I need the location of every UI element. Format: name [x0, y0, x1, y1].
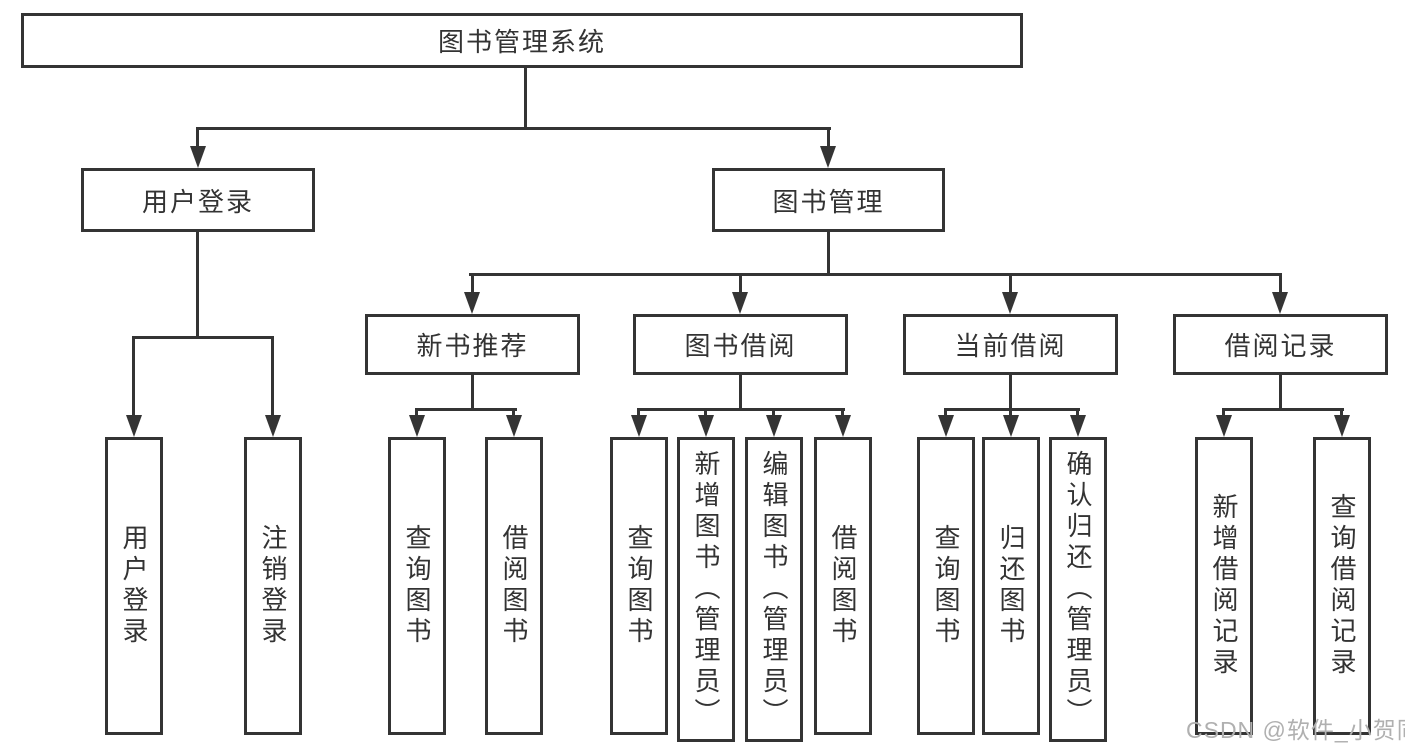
connector-line — [1279, 375, 1282, 411]
connector-line — [132, 336, 274, 339]
connector-line — [704, 408, 707, 418]
arrowhead-down — [1003, 415, 1019, 437]
leaf-query-book-1: 查询图书 — [388, 437, 446, 735]
connector-line — [471, 273, 474, 294]
leaf-return-book: 归还图书 — [982, 437, 1040, 735]
connector-line — [827, 127, 830, 148]
connector-line — [471, 375, 474, 411]
connector-line — [772, 408, 775, 418]
connector-line — [1222, 408, 1344, 411]
connector-line — [196, 232, 199, 339]
leaf-borrow-book-1: 借阅图书 — [485, 437, 543, 735]
connector-line — [739, 375, 742, 411]
arrowhead-down — [506, 415, 522, 437]
leaf-edit-book-admin: 编辑图书（管理员） — [745, 437, 803, 742]
arrowhead-down — [631, 415, 647, 437]
connector-line — [512, 408, 515, 418]
arrowhead-down — [1334, 415, 1350, 437]
leaf-user-login: 用户登录 — [105, 437, 163, 735]
connector-line — [1279, 273, 1282, 294]
node-user-login: 用户登录 — [81, 168, 315, 232]
connector-line — [637, 408, 845, 411]
arrowhead-down — [766, 415, 782, 437]
leaf-query-book-3: 查询图书 — [917, 437, 975, 735]
leaf-borrow-book-2: 借阅图书 — [814, 437, 872, 735]
arrowhead-down — [1216, 415, 1232, 437]
arrowhead-down — [698, 415, 714, 437]
connector-line — [196, 127, 199, 148]
node-new-book-recommend: 新书推荐 — [365, 314, 580, 375]
node-book-management: 图书管理 — [712, 168, 945, 232]
connector-line — [739, 273, 742, 294]
connector-line — [132, 336, 135, 417]
connector-line — [841, 408, 844, 418]
node-root: 图书管理系统 — [21, 13, 1023, 68]
leaf-logout: 注销登录 — [244, 437, 302, 735]
arrowhead-down — [190, 146, 206, 168]
leaf-add-book-admin: 新增图书（管理员） — [677, 437, 735, 742]
connector-line — [415, 408, 517, 411]
arrowhead-down — [835, 415, 851, 437]
connector-line — [524, 68, 527, 129]
connector-line — [1009, 273, 1012, 294]
arrowhead-down — [1070, 415, 1086, 437]
connector-line — [196, 127, 831, 130]
connector-line — [637, 408, 640, 418]
arrowhead-down — [265, 415, 281, 437]
arrowhead-down — [1272, 292, 1288, 314]
leaf-query-borrow-record: 查询借阅记录 — [1313, 437, 1371, 735]
arrowhead-down — [1002, 292, 1018, 314]
connector-line — [1222, 408, 1225, 418]
node-borrow-records: 借阅记录 — [1173, 314, 1388, 375]
connector-line — [1076, 408, 1079, 418]
arrowhead-down — [126, 415, 142, 437]
watermark: CSDN @软件_小贺同学 — [1186, 717, 1405, 743]
node-current-borrow: 当前借阅 — [903, 314, 1118, 375]
connector-line — [1340, 408, 1343, 418]
connector-line — [469, 273, 1282, 276]
connector-line — [1009, 375, 1012, 411]
connector-line — [415, 408, 418, 418]
connector-line — [271, 336, 274, 417]
leaf-add-borrow-record: 新增借阅记录 — [1195, 437, 1253, 735]
node-book-borrow: 图书借阅 — [633, 314, 848, 375]
leaf-query-book-2: 查询图书 — [610, 437, 668, 735]
arrowhead-down — [732, 292, 748, 314]
arrowhead-down — [820, 146, 836, 168]
connector-line — [944, 408, 1080, 411]
connector-line — [1009, 408, 1012, 418]
connector-line — [827, 232, 830, 276]
leaf-confirm-return-admin: 确认归还（管理员） — [1049, 437, 1107, 742]
arrowhead-down — [409, 415, 425, 437]
connector-line — [944, 408, 947, 418]
arrowhead-down — [938, 415, 954, 437]
arrowhead-down — [464, 292, 480, 314]
